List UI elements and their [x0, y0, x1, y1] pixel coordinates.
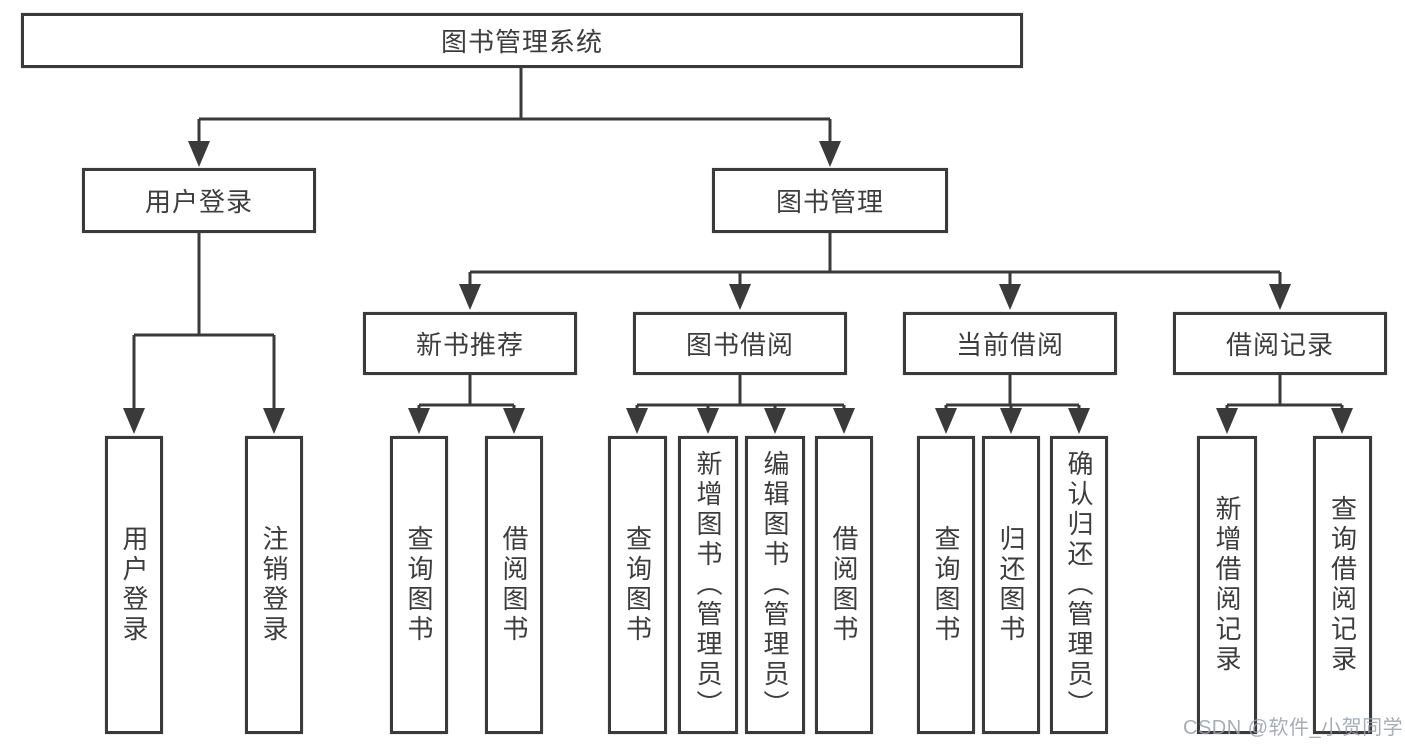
leaf-borrow-books-recommendation: 借阅图书	[485, 436, 543, 734]
node-label: 借阅图书	[829, 525, 859, 645]
arrow-down-icon	[1068, 408, 1090, 434]
leaf-query-books-current: 查询图书	[917, 436, 975, 734]
node-label: 查询借阅记录	[1327, 495, 1358, 675]
node-label: 查询图书	[622, 525, 653, 645]
leaf-confirm-return-admin: 确认归还（管理员）	[1050, 436, 1108, 734]
node-label: 图书借阅	[685, 330, 794, 360]
node-label: 查询图书	[404, 525, 434, 645]
node-label: 归还图书	[996, 525, 1026, 645]
node-borrowing-records: 借阅记录	[1173, 312, 1387, 375]
leaf-logout-login: 注销登录	[245, 436, 303, 734]
connector-book-management-to-level3	[459, 233, 1291, 310]
node-book-management-system: 图书管理系统	[21, 13, 1023, 68]
connector-root-to-level2	[188, 68, 841, 167]
leaf-query-books-borrowing: 查询图书	[608, 436, 667, 734]
node-label: 当前借阅	[955, 330, 1064, 360]
connector-book-borrowing-to-leaves	[626, 375, 855, 434]
arrow-down-icon	[1216, 408, 1238, 434]
node-user-login: 用户登录	[82, 168, 316, 233]
node-label: 借阅图书	[499, 525, 529, 645]
arrow-down-icon	[729, 284, 751, 310]
arrow-down-icon	[999, 284, 1021, 310]
arrow-down-icon	[833, 408, 855, 434]
arrow-down-icon	[123, 408, 145, 434]
arrow-down-icon	[626, 408, 648, 434]
node-new-book-recommendation: 新书推荐	[363, 312, 577, 375]
arrow-down-icon	[697, 408, 719, 434]
leaf-borrow-books-borrowing: 借阅图书	[815, 436, 873, 734]
node-label: 新书推荐	[415, 330, 524, 360]
node-label: 图书管理	[775, 187, 884, 217]
node-label: 用户登录	[144, 187, 253, 217]
connector-new-book-recommendation-to-leaves	[408, 375, 525, 434]
arrow-down-icon	[503, 408, 525, 434]
node-label: 确认归还（管理员）	[1064, 450, 1094, 720]
leaf-add-borrow-record: 新增借阅记录	[1197, 436, 1257, 734]
leaf-user-login: 用户登录	[105, 436, 163, 734]
arrow-down-icon	[188, 141, 210, 167]
node-book-management: 图书管理	[712, 168, 948, 233]
arrow-down-icon	[1269, 284, 1291, 310]
arrow-down-icon	[263, 408, 285, 434]
node-label: 借阅记录	[1225, 330, 1334, 360]
node-label: 新增借阅记录	[1212, 495, 1242, 675]
node-label: 编辑图书（管理员）	[760, 450, 790, 720]
leaf-query-books-recommendation: 查询图书	[390, 436, 448, 734]
connector-user-login-to-leaves	[123, 233, 285, 434]
arrow-down-icon	[1331, 408, 1353, 434]
arrow-down-icon	[459, 284, 481, 310]
node-label: 用户登录	[119, 525, 149, 645]
leaf-add-books-admin: 新增图书（管理员）	[678, 436, 738, 734]
node-book-borrowing: 图书借阅	[633, 312, 847, 375]
node-label: 新增图书（管理员）	[693, 450, 723, 720]
arrow-down-icon	[819, 141, 841, 167]
leaf-query-borrow-record: 查询借阅记录	[1313, 436, 1372, 734]
arrow-down-icon	[1000, 408, 1022, 434]
arrow-down-icon	[408, 408, 430, 434]
node-current-borrowing: 当前借阅	[903, 312, 1117, 375]
leaf-edit-books-admin: 编辑图书（管理员）	[745, 436, 805, 734]
node-label: 查询图书	[931, 525, 961, 645]
connector-borrowing-records-to-leaves	[1216, 375, 1353, 434]
node-label: 注销登录	[259, 525, 289, 645]
arrow-down-icon	[935, 408, 957, 434]
connector-current-borrowing-to-leaves	[935, 375, 1090, 434]
arrow-down-icon	[764, 408, 786, 434]
csdn-watermark: CSDN @软件_小贺同学	[1183, 717, 1404, 739]
node-label: 图书管理系统	[440, 27, 603, 57]
leaf-return-books: 归还图书	[982, 436, 1040, 734]
